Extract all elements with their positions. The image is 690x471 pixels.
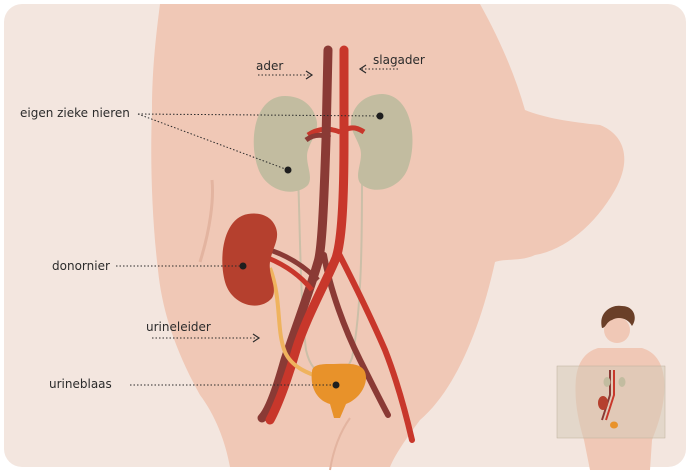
donor-artery <box>267 255 314 292</box>
artery-arrowhead <box>358 64 367 74</box>
leader-lines <box>116 68 398 386</box>
donor-kidney <box>222 213 278 306</box>
inset-own-kidney-right <box>618 377 626 387</box>
artery-branch-right <box>335 249 415 443</box>
vein-branch-right <box>321 252 391 418</box>
own-kidney-left <box>253 96 318 192</box>
inset-hair <box>601 305 635 328</box>
inset-vein <box>601 370 611 421</box>
arrowheads <box>252 64 367 343</box>
label-donor-kidney: donornier <box>52 259 110 273</box>
label-ureter: urineleider <box>146 320 211 334</box>
marker-dots <box>239 112 384 389</box>
vein-arrowhead <box>305 70 314 80</box>
bladder-dot <box>332 381 340 389</box>
label-artery: slagader <box>373 53 425 67</box>
inset-figure <box>556 305 666 470</box>
donor-ureter <box>268 267 323 380</box>
own-kidney-leader-left <box>137 113 289 171</box>
donor-vein <box>269 247 320 282</box>
inset-own-kidney-left <box>603 377 611 387</box>
own-kidney-right-dot <box>376 112 384 120</box>
own-kidney-right <box>350 94 413 190</box>
donor-kidney-dot <box>239 262 247 270</box>
artery-vessel <box>265 45 349 425</box>
label-own-kidneys: eigen zieke nieren <box>20 106 130 120</box>
inset-donor-kidney <box>598 396 608 410</box>
label-bladder: urineblaas <box>49 377 112 391</box>
inset-head <box>604 317 630 343</box>
ureter-arrowhead <box>252 333 261 343</box>
bladder <box>311 363 366 418</box>
gluteal-fold <box>329 417 351 471</box>
inset-bladder <box>610 421 618 429</box>
own-kidney-left-dot <box>284 166 292 174</box>
waist-fold <box>198 179 214 263</box>
label-vein: ader <box>256 59 284 73</box>
inset-artery <box>605 370 615 421</box>
